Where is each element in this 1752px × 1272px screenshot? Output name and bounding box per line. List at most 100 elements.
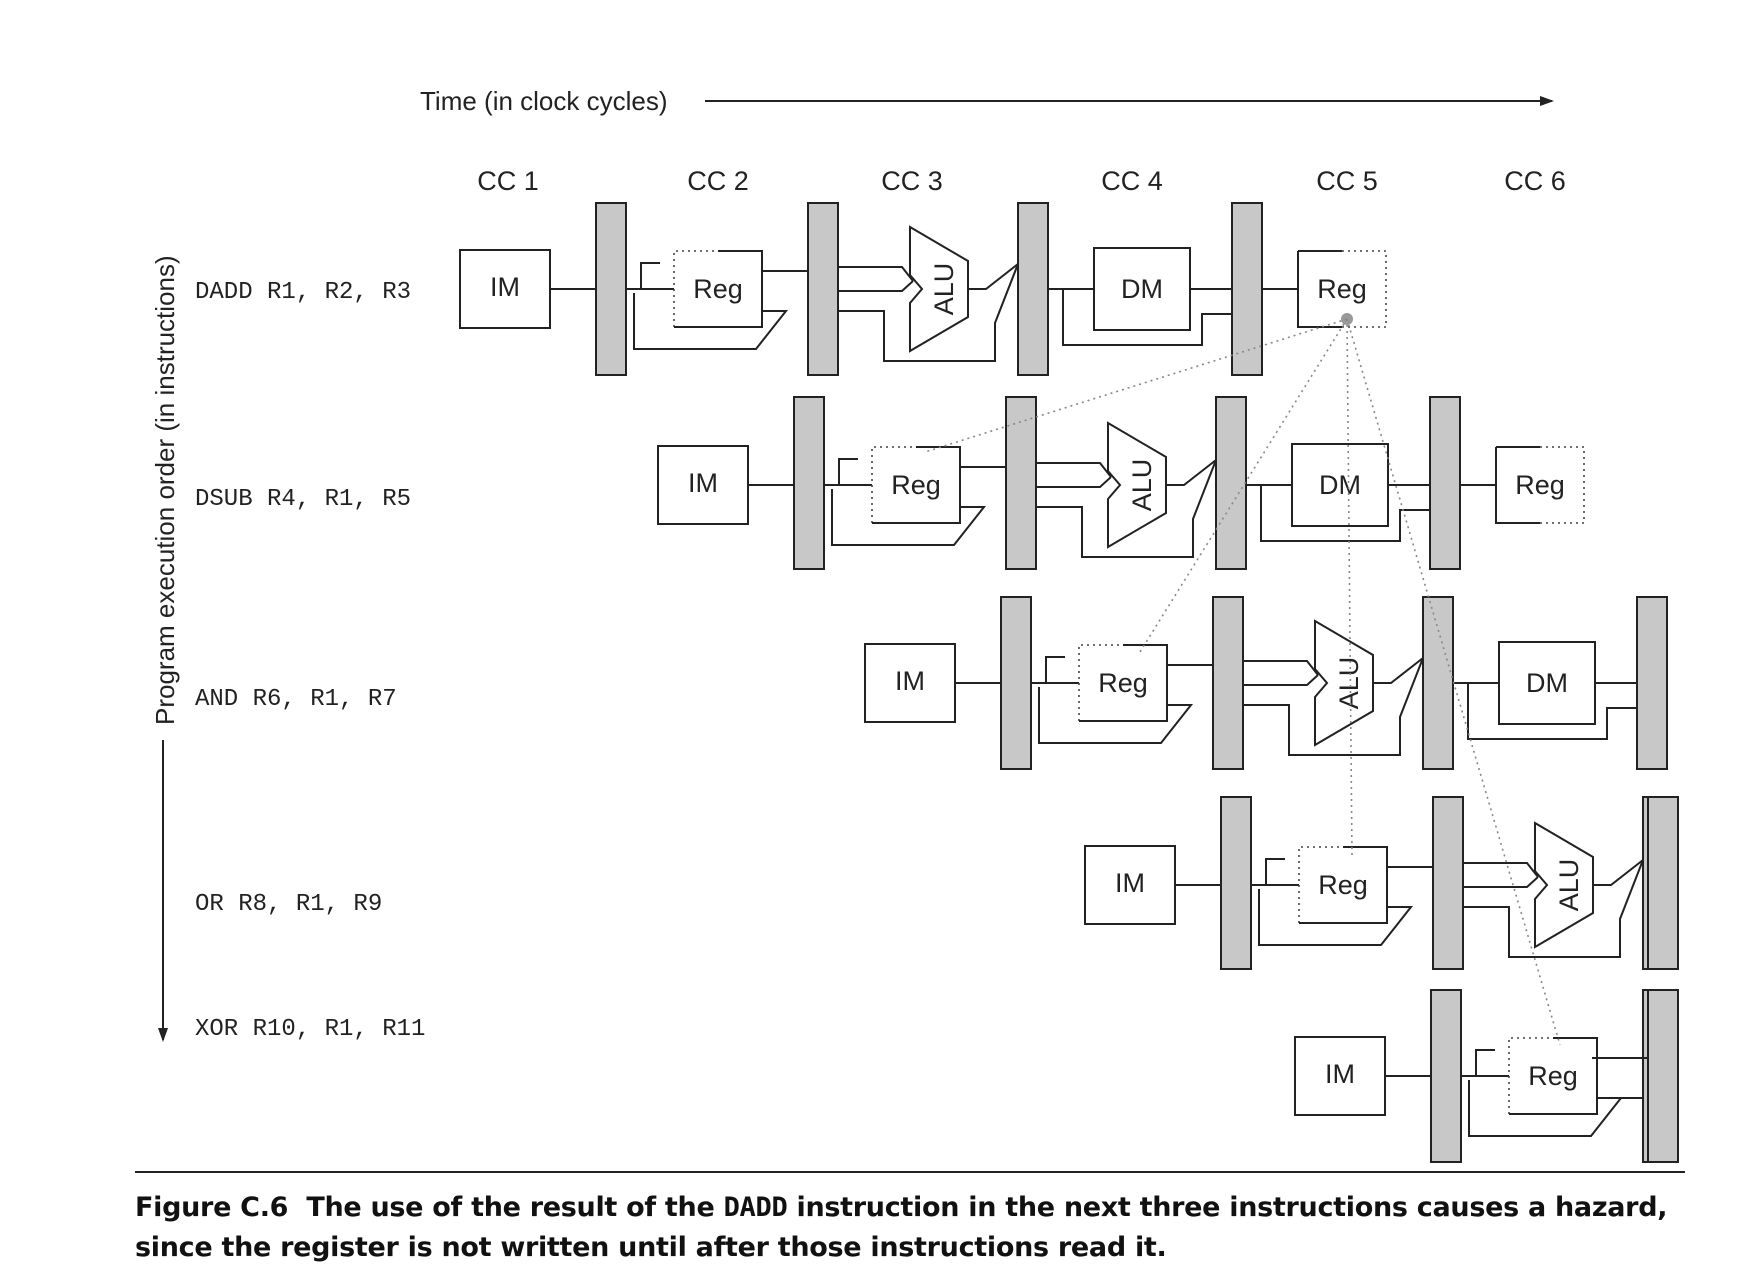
- pipeline-register: [1636, 596, 1668, 770]
- reg-input-wire: [1031, 656, 1065, 684]
- alu-input-wire: [1243, 660, 1319, 676]
- reg-bypass-wire: [633, 293, 789, 350]
- alu-input-wire: [1036, 462, 1112, 478]
- pipeline-register: [595, 202, 627, 376]
- cycle-label: CC 5: [1316, 166, 1378, 196]
- pipeline-register: [1215, 396, 1247, 570]
- instruction-label: AND R6, R1, R7: [195, 686, 397, 713]
- dependency-line-xor: [1346, 318, 1561, 1046]
- im-box: [1084, 845, 1176, 925]
- reg-input-wire: [626, 262, 660, 290]
- datapath-wire: [1593, 859, 1644, 886]
- alu-label: ALU: [1127, 459, 1157, 512]
- pipeline-register: [1430, 989, 1462, 1163]
- alu-shape: [1534, 821, 1594, 949]
- dm-label: DM: [1526, 668, 1568, 698]
- pipeline-row-tail: [1647, 796, 1679, 970]
- figure-label: Figure C.6: [135, 1192, 289, 1223]
- reg-read-half: [674, 250, 763, 328]
- dm-bypass-wire: [1246, 484, 1430, 542]
- reg-write-half: [1078, 644, 1167, 721]
- cycle-label: CC 3: [881, 166, 943, 196]
- im-label: IM: [688, 468, 718, 498]
- dm-box: [1093, 247, 1191, 331]
- alu-shape: [1314, 619, 1374, 747]
- cycle-headers: CC 1 CC 2 CC 3 CC 4 CC 5 CC 6: [477, 166, 1566, 196]
- order-axis-label: Program execution order (in instructions…: [150, 255, 180, 725]
- caption-text-before: The use of the result of the: [306, 1192, 715, 1223]
- pipeline-register: [1422, 596, 1454, 770]
- im-box: [1294, 1036, 1386, 1116]
- dependency-line-or: [1346, 318, 1353, 856]
- pipeline-register: [1000, 596, 1032, 770]
- pipeline-register: [1005, 396, 1037, 570]
- instruction-label: OR R8, R1, R9: [195, 891, 382, 918]
- instruction-label: DADD R1, R2, R3: [195, 279, 411, 306]
- cycle-label: CC 6: [1504, 166, 1566, 196]
- alu-input-wire: [1463, 876, 1539, 888]
- reg-input-wire: [1251, 858, 1285, 886]
- pipeline-register: [1231, 202, 1263, 376]
- alu-shape: [909, 225, 969, 353]
- reg-input-wire: [1461, 1049, 1495, 1077]
- instruction-labels: DADD R1, R2, R3 DSUB R4, R1, R5 AND R6, …: [195, 279, 425, 1043]
- pipeline-register: [807, 202, 839, 376]
- reg-label: Reg: [891, 470, 941, 500]
- pipeline-register: [1429, 396, 1461, 570]
- alu-shape: [1107, 421, 1167, 549]
- reg-input-wire: [824, 458, 858, 486]
- pipeline-register: [1017, 202, 1049, 376]
- pipeline-register: [1647, 989, 1679, 1163]
- alu-bypass-wire: [1243, 657, 1424, 756]
- im-box: [864, 643, 956, 723]
- reg-read-half: [1299, 846, 1388, 924]
- pipeline-register: [1212, 596, 1244, 770]
- reg-read-half: [1079, 644, 1168, 722]
- reg-read-half: [872, 446, 961, 524]
- alu-label: ALU: [929, 263, 959, 316]
- alu-bypass-wire: [1463, 859, 1644, 958]
- im-label: IM: [895, 666, 925, 696]
- pipeline-register: [1220, 796, 1252, 970]
- dm-label: DM: [1319, 470, 1361, 500]
- datapath-wire: [968, 263, 1019, 290]
- reg-label: Reg: [1318, 870, 1368, 900]
- figure-caption: Figure C.6 The use of the result of the …: [135, 1188, 1685, 1268]
- instruction-label: XOR R10, R1, R11: [195, 1016, 425, 1043]
- reg-write-half: [1508, 1037, 1597, 1114]
- pipeline-register: [1647, 796, 1679, 970]
- time-axis-label: Time (in clock cycles): [420, 86, 668, 116]
- dependency-line-dsub: [924, 318, 1348, 453]
- dm-bypass-wire: [1453, 682, 1637, 740]
- pipeline-register: [793, 396, 825, 570]
- dm-label: DM: [1121, 274, 1163, 304]
- im-label: IM: [1115, 868, 1145, 898]
- wb-reg-label: Reg: [1515, 470, 1565, 500]
- im-label: IM: [1325, 1059, 1355, 1089]
- reg-label: Reg: [1528, 1061, 1578, 1091]
- pipeline-row: IM Reg ALU DM Reg: [657, 396, 1585, 570]
- reg-label: Reg: [693, 274, 743, 304]
- alu-input-wire: [1036, 476, 1112, 488]
- alu-input-wire: [838, 280, 914, 292]
- cycle-label: CC 1: [477, 166, 539, 196]
- reg-bypass-wire: [1258, 889, 1414, 946]
- pipeline-row: IM Reg ALU: [1084, 796, 1674, 970]
- reg-read-half: [1509, 1037, 1598, 1115]
- cycle-label: CC 4: [1101, 166, 1163, 196]
- reg-write-half: [1298, 846, 1387, 923]
- alu-input-wire: [1463, 862, 1539, 878]
- alu-input-wire: [1243, 674, 1319, 686]
- dependency-lines: [924, 313, 1561, 1046]
- datapath-wire: [1373, 657, 1424, 684]
- reg-bypass-wire: [1038, 687, 1194, 744]
- cycle-label: CC 2: [687, 166, 749, 196]
- alu-input-wire: [838, 266, 914, 282]
- alu-bypass-wire: [838, 263, 1019, 362]
- alu-label: ALU: [1554, 859, 1584, 912]
- wb-reg-read-half: [1495, 446, 1540, 524]
- wb-reg-label: Reg: [1317, 274, 1367, 304]
